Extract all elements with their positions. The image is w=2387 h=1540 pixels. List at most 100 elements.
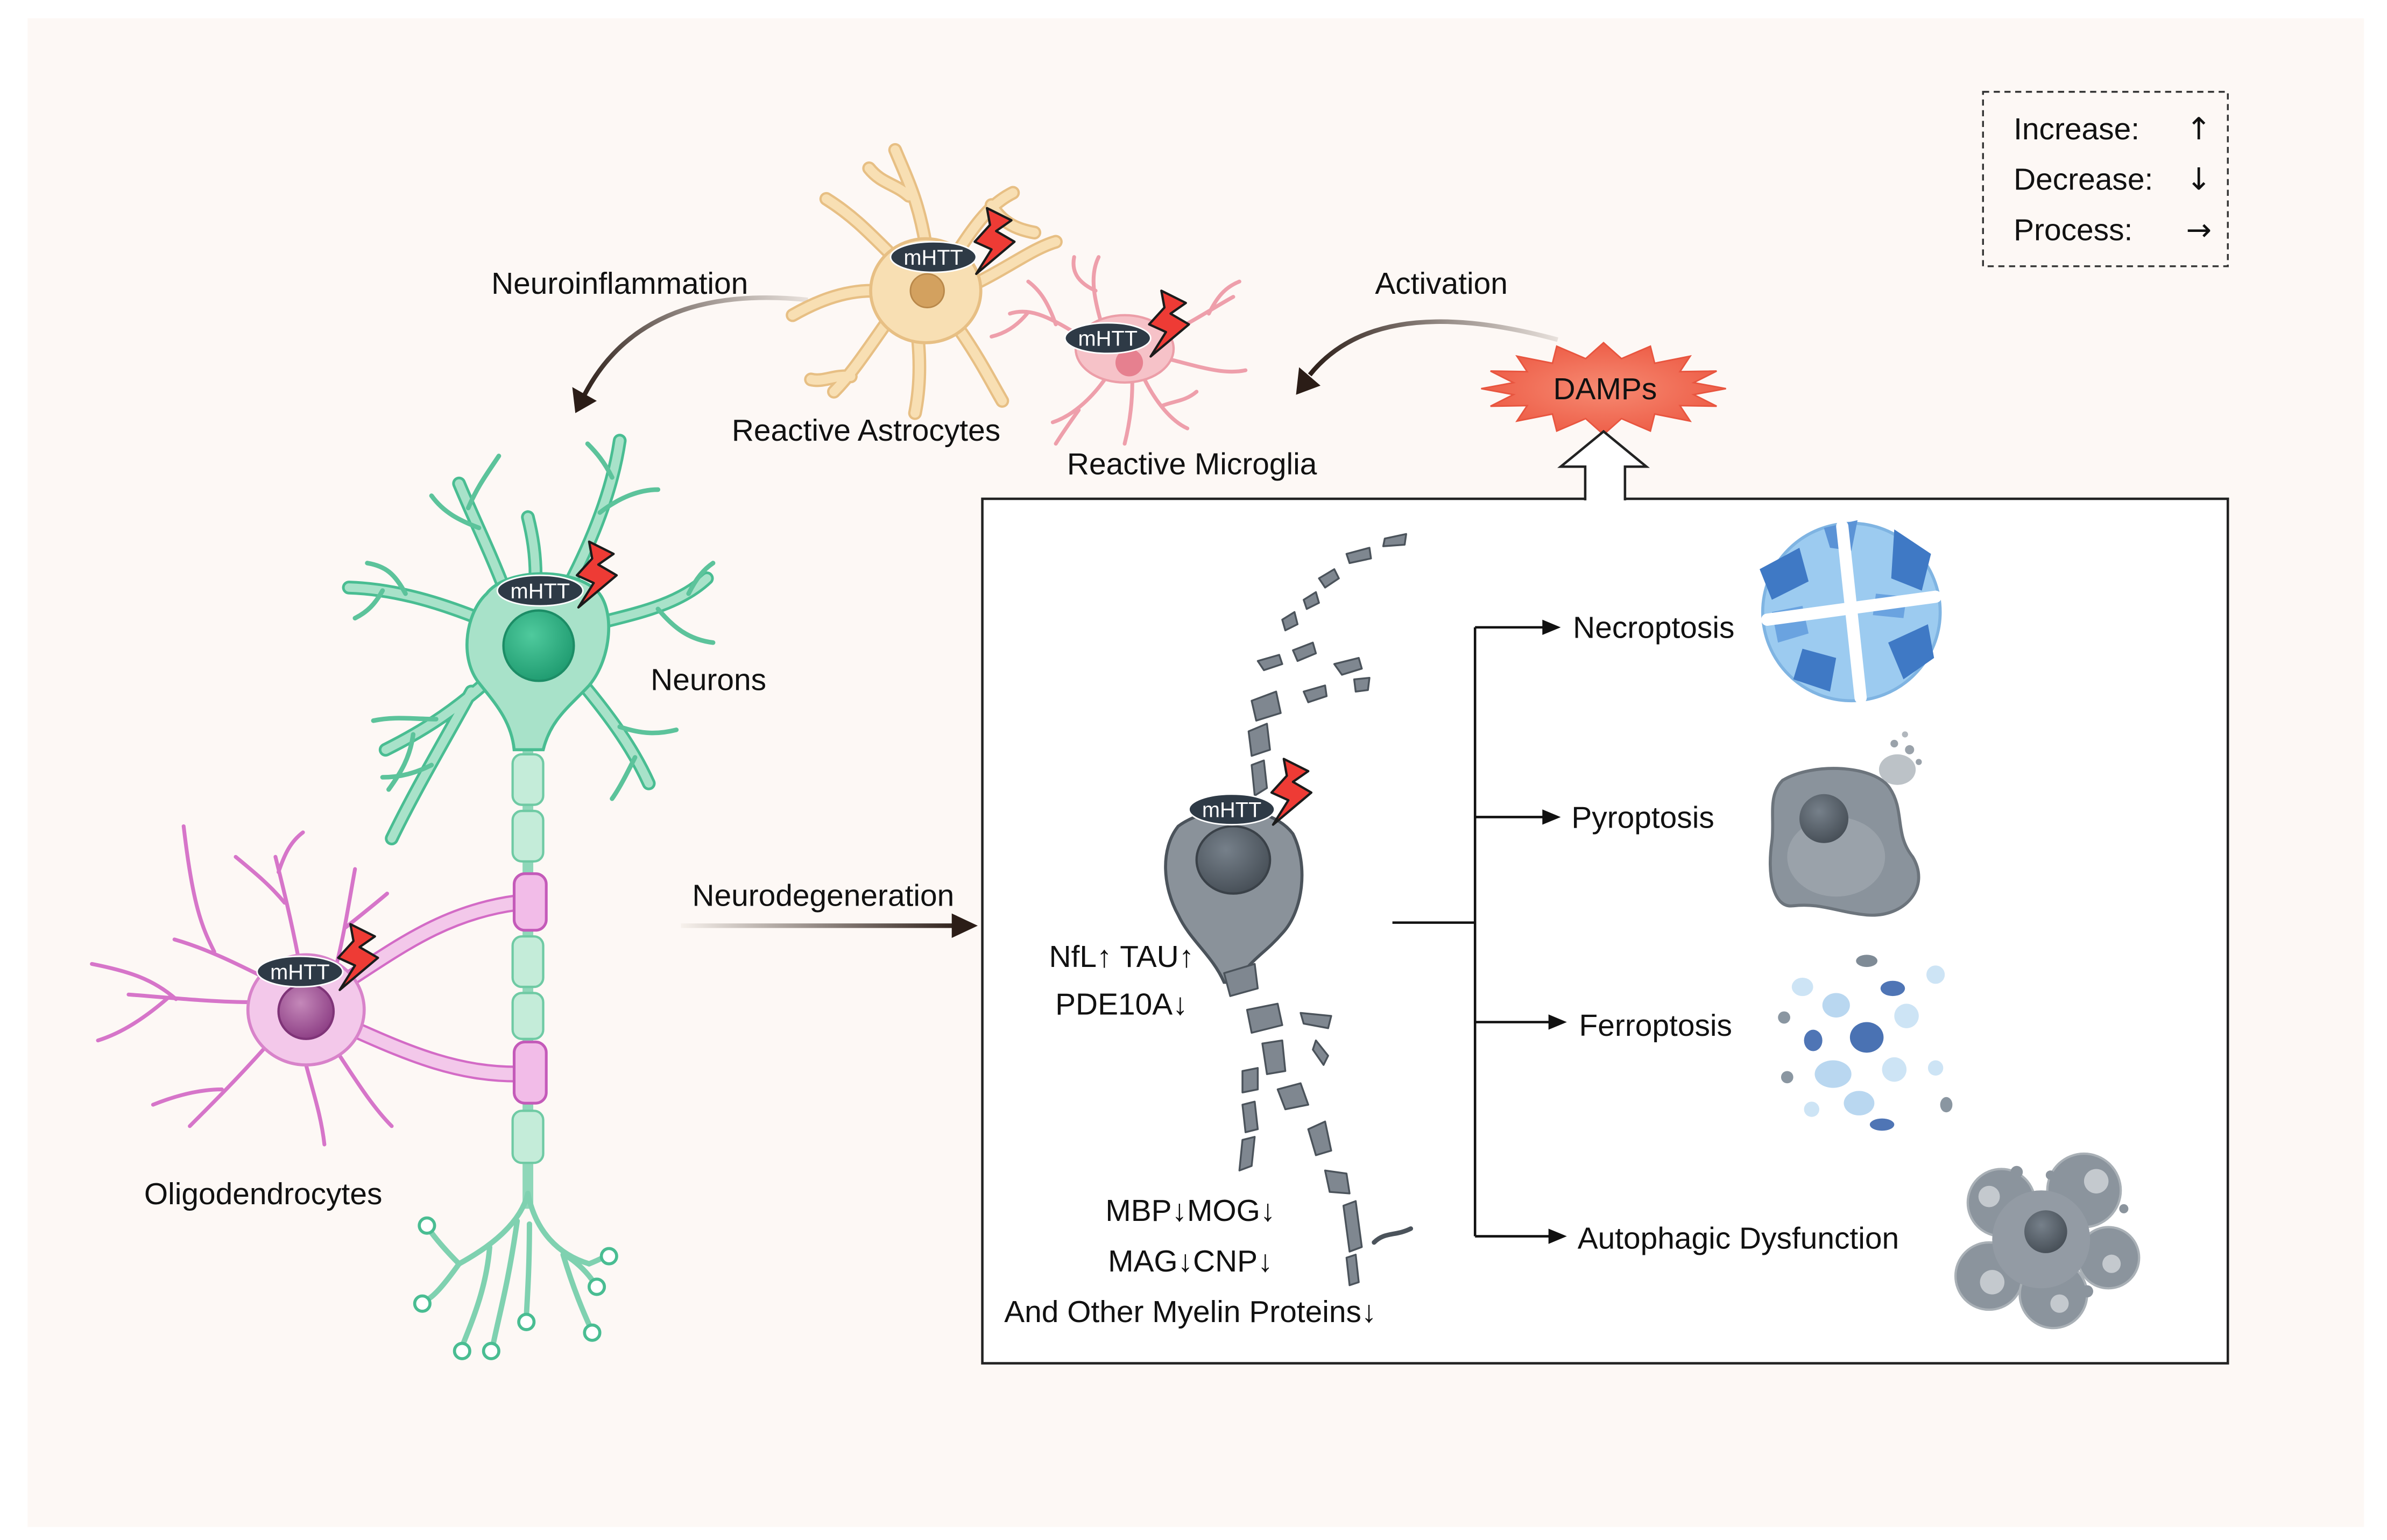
necroptosis-label: Necroptosis — [1573, 611, 1734, 645]
ferroptosis-particle — [1791, 978, 1813, 997]
ferroptosis-particle — [1778, 1011, 1790, 1024]
neuron-dendrite-branches — [352, 441, 716, 801]
ferroptosis-particle — [1849, 1022, 1884, 1053]
neuroinflammation-arrow-shaft — [582, 295, 808, 396]
pyroptosis-icon — [1769, 731, 1922, 917]
branch-ferroptosis-arrowhead — [1548, 1014, 1567, 1030]
axon-fragment — [1303, 684, 1328, 703]
axon-fragment — [1251, 690, 1282, 722]
ferroptosis-particle — [1804, 1029, 1823, 1051]
oligodendrocyte-mhtt-badge — [256, 955, 344, 988]
branch-autophagy-arrowhead — [1548, 1228, 1567, 1244]
branch-pyroptosis-arrowhead — [1542, 809, 1561, 825]
astrocyte-nucleus — [909, 273, 945, 308]
bouton — [599, 1247, 618, 1266]
myelin-segment — [511, 1110, 545, 1164]
ferroptosis-particle — [1894, 1004, 1919, 1028]
axon-fragment — [1261, 1039, 1287, 1075]
fragmented-axon-lower — [1223, 963, 1414, 1287]
activation-arrow-shaft — [1308, 319, 1558, 377]
pyroptosis-particle — [1902, 731, 1908, 738]
myelin-segment — [511, 809, 545, 863]
autophagic-dysfunction-label: Autophagic Dysfunction — [1578, 1221, 1899, 1255]
axon-fragment — [1372, 1226, 1414, 1245]
degenerating-neuron-nucleus — [1195, 825, 1272, 895]
biomarkers-line-1: NfL↑ TAU↑ — [1049, 940, 1195, 974]
ferroptosis-particle — [1856, 955, 1878, 967]
axon-fragment — [1292, 641, 1317, 662]
myelin-sheath — [511, 753, 545, 1164]
neuron-mhtt-badge — [496, 574, 584, 607]
axon-fragment — [1246, 1002, 1283, 1034]
pyroptosis-particle — [1916, 759, 1922, 765]
astrocyte-mhtt-label: mHTT — [903, 246, 963, 270]
reactive-microglia: mHTT — [990, 255, 1248, 446]
ferroptosis-particle — [1869, 1118, 1895, 1131]
damps-burst: DAMPs — [1481, 342, 1726, 436]
legend-process-symbol: → — [2186, 212, 2212, 248]
pyroptosis-bleb — [1878, 754, 1916, 785]
ferroptosis-particle — [1781, 1071, 1793, 1084]
neuroinflammation-arrow — [572, 295, 808, 413]
bouton — [517, 1312, 536, 1331]
microglia-mhtt-label: mHTT — [1078, 327, 1138, 351]
bouton — [583, 1323, 602, 1342]
necroptosis-fragment — [1760, 547, 1809, 600]
axon-fragment — [1342, 1200, 1363, 1253]
reactive-astrocytes-label: Reactive Astrocytes — [732, 414, 1000, 448]
activation-arrow — [1296, 319, 1558, 395]
axon-fragment — [1223, 963, 1259, 997]
axon-fragment — [1312, 1039, 1329, 1066]
pyroptosis-particle — [1905, 745, 1915, 754]
autophagy-particle — [2045, 1170, 2055, 1180]
axon-fragment — [1276, 1082, 1309, 1111]
neuron-mhtt-label: mHTT — [511, 580, 570, 603]
autophagy-vacuole — [2102, 1254, 2121, 1273]
ferroptosis-particle — [1804, 1101, 1819, 1117]
degenerating-neuron-mhtt-label: mHTT — [1202, 798, 1262, 822]
autophagy-vacuole — [2084, 1169, 2109, 1193]
release-hollow-arrow — [1557, 429, 1650, 500]
ferroptosis-particle — [1814, 1060, 1852, 1088]
microglia-mhtt-badge — [1064, 322, 1152, 355]
neurodegeneration-arrowhead — [951, 913, 978, 938]
bouton — [587, 1277, 606, 1296]
oligodendrocyte-mhtt-label: mHTT — [270, 960, 330, 984]
damps-shape — [1481, 342, 1726, 436]
necroptosis-icon — [1760, 520, 1942, 704]
neuron: mHTT — [349, 441, 716, 1360]
axon-fragment — [1324, 1169, 1351, 1195]
axon-fragment — [1251, 759, 1268, 797]
oligodendrocyte-myelin-wrap — [512, 1040, 548, 1105]
microglia-processes — [990, 255, 1248, 446]
necroptosis-fragment — [1888, 624, 1934, 680]
axon-fragment — [1300, 1012, 1332, 1029]
reactive-astrocyte: mHTT — [793, 150, 1056, 413]
neuroinflammation-label: Neuroinflammation — [491, 267, 748, 301]
pyroptosis-label: Pyroptosis — [1571, 801, 1714, 835]
activation-arrowhead — [1296, 367, 1321, 395]
necroptosis-fragment — [1793, 648, 1837, 692]
axon-fragment — [1241, 1067, 1259, 1093]
axon-fragment — [1247, 723, 1271, 757]
legend-decrease-label: Decrease: — [2014, 163, 2153, 197]
bouton — [413, 1294, 432, 1313]
astrocyte-mhtt-badge — [889, 241, 977, 273]
legend-process-label: Process: — [2014, 213, 2132, 247]
autophagy-nucleus — [2024, 1210, 2067, 1253]
oligodendrocyte-nucleus — [277, 983, 335, 1040]
autophagic-dysfunction-icon — [1954, 1152, 2141, 1330]
outcome-branches — [1392, 619, 1567, 1244]
myelin-proteins-line-2: MAG↓CNP↓ — [1108, 1245, 1273, 1278]
ferroptosis-particle — [1822, 993, 1850, 1018]
legend-decrease-symbol: ↓ — [2186, 162, 2212, 197]
bouton — [482, 1341, 500, 1360]
ferroptosis-particle — [1880, 980, 1905, 997]
degenerating-neuron-mhtt-badge — [1188, 793, 1276, 826]
branch-necroptosis-arrowhead — [1542, 619, 1561, 635]
ferroptosis-particle — [1940, 1097, 1953, 1113]
axon-fragment — [1345, 1253, 1360, 1287]
myelin-proteins-line-3: And Other Myelin Proteins↓ — [1004, 1295, 1376, 1329]
autophagy-vacuole — [2050, 1294, 2069, 1313]
